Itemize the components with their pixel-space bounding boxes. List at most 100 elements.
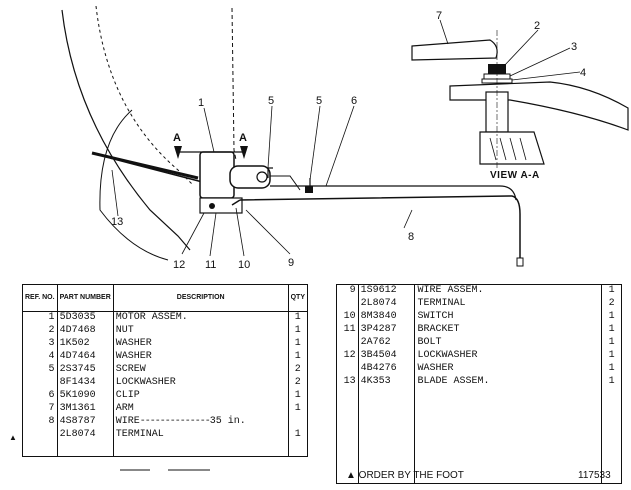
part-number-cell-text: 5D3035 bbox=[59, 312, 96, 323]
description-cell-text: TERMINAL bbox=[115, 429, 164, 440]
qty-cell-text: 1 bbox=[608, 376, 615, 387]
ref-cell-text: 11 bbox=[343, 324, 356, 335]
wire-run-upper bbox=[270, 185, 517, 201]
section-arrow-right bbox=[240, 146, 248, 159]
wiper-sweep-arc bbox=[99, 109, 169, 261]
qty-cell-text: 1 bbox=[608, 324, 615, 335]
cab-outline bbox=[61, 9, 191, 251]
part-number-cell-text: 8M3840 bbox=[360, 311, 397, 322]
part-number-cell: 2S3745 bbox=[57, 364, 114, 377]
part-number-cell-text: 4B4276 bbox=[360, 363, 397, 374]
part-number-cell-text: 4D7468 bbox=[59, 325, 96, 336]
window-frame-left bbox=[95, 5, 193, 185]
part-number-cell: 5K1090 bbox=[57, 390, 114, 403]
part-number-cell-text: 2S3745 bbox=[59, 364, 96, 375]
part-number-cell-text: 4K353 bbox=[360, 376, 391, 387]
part-number-cell: 4B4276 bbox=[358, 363, 416, 376]
drawing-number: 117533 bbox=[578, 470, 611, 481]
ref-cell: 6 bbox=[22, 390, 58, 403]
header-part-number: PART NUMBER bbox=[57, 284, 114, 312]
part-number-cell-text: 2L8074 bbox=[59, 429, 96, 440]
description-cell-text: NUT bbox=[115, 325, 134, 336]
callout-2: 2 bbox=[534, 20, 540, 32]
header-qty: QTY bbox=[288, 284, 308, 312]
part-number-cell: 2L8074 bbox=[57, 429, 114, 442]
left-margin-marker: ▲ bbox=[9, 433, 17, 442]
qty-cell-text: 1 bbox=[294, 338, 301, 349]
wire-run bbox=[239, 195, 521, 262]
header-ref: REF. NO. bbox=[22, 284, 58, 312]
description-cell: TERMINAL bbox=[113, 429, 289, 442]
description-cell: WASHER bbox=[414, 363, 603, 376]
callout-6: 6 bbox=[351, 95, 357, 107]
ref-cell bbox=[22, 429, 58, 442]
callout-13: 13 bbox=[111, 216, 123, 228]
callout-4: 4 bbox=[580, 67, 586, 79]
description-cell: LOCKWASHER bbox=[113, 377, 289, 390]
qty-cell: 1 bbox=[288, 403, 307, 416]
qty-cell: 1 bbox=[288, 325, 307, 338]
part-number-cell-text: 2L8074 bbox=[360, 298, 397, 309]
qty-cell: 1 bbox=[602, 376, 622, 389]
description-cell-text: SWITCH bbox=[417, 311, 454, 322]
description-cell-text: TERMINAL bbox=[417, 298, 466, 309]
table-header-row: REF. NO. PART NUMBER DESCRIPTION QTY bbox=[22, 284, 308, 312]
part-number-cell-text: 4S8787 bbox=[59, 416, 96, 427]
ref-cell-text: 12 bbox=[343, 350, 356, 361]
part-number-cell: 3B4504 bbox=[358, 350, 416, 363]
part-number-cell: 8M3840 bbox=[358, 311, 416, 324]
qty-cell: 1 bbox=[602, 350, 622, 363]
qty-cell: 1 bbox=[288, 390, 307, 403]
description-cell-text: LOCKWASHER bbox=[115, 377, 176, 388]
part-number-cell: 8F1434 bbox=[57, 377, 114, 390]
ref-cell-text: 5 bbox=[48, 364, 55, 375]
ref-cell-text: 13 bbox=[343, 376, 356, 387]
part-number-cell-text: 5K1090 bbox=[59, 390, 96, 401]
parts-table-left: REF. NO. PART NUMBER DESCRIPTION QTY 1 5D… bbox=[22, 284, 308, 457]
qty-cell-text: 1 bbox=[608, 350, 615, 361]
ref-cell-text: 2 bbox=[48, 325, 55, 336]
qty-cell: 1 bbox=[602, 311, 622, 324]
qty-cell-text: 1 bbox=[294, 325, 301, 336]
description-cell-text: BOLT bbox=[417, 337, 442, 348]
description-cell-text: BLADE ASSEM. bbox=[417, 376, 490, 387]
table-row: 11 3P4287 BRACKET 1 bbox=[336, 324, 622, 337]
part-number-cell: 3P4287 bbox=[358, 324, 416, 337]
motor-shaft bbox=[256, 171, 268, 183]
description-cell: BRACKET bbox=[414, 324, 603, 337]
ref-cell-text: 1 bbox=[48, 312, 55, 323]
bracket bbox=[199, 197, 243, 214]
ref-cell-text: 8 bbox=[48, 416, 55, 427]
description-cell: WIRE ASSEM. bbox=[414, 284, 603, 298]
description-cell-text: LOCKWASHER bbox=[417, 350, 478, 361]
ref-cell bbox=[336, 363, 359, 376]
description-cell-text: MOTOR ASSEM. bbox=[115, 312, 188, 323]
ref-cell-text: 7 bbox=[48, 403, 55, 414]
part-number-cell-text: 3P4287 bbox=[360, 324, 397, 335]
description-cell-text: ARM bbox=[115, 403, 134, 414]
part-number-cell-text: 8F1434 bbox=[59, 377, 96, 388]
part-number-cell: 1K502 bbox=[57, 338, 114, 351]
ref-cell: 7 bbox=[22, 403, 58, 416]
description-cell-text: WIRE ASSEM. bbox=[417, 285, 484, 296]
description-cell-text: CLIP bbox=[115, 390, 140, 401]
description-cell: SCREW bbox=[113, 364, 289, 377]
switch bbox=[209, 203, 215, 209]
table-row: 13 4K353 BLADE ASSEM. 1 bbox=[336, 376, 622, 389]
qty-cell: 1 bbox=[288, 351, 307, 364]
part-number-cell: 4D7464 bbox=[57, 351, 114, 364]
qty-cell-text: 1 bbox=[294, 390, 301, 401]
qty-cell-text: 1 bbox=[608, 337, 615, 348]
callout-5-right: 5 bbox=[316, 95, 322, 107]
description-cell: BOLT bbox=[414, 337, 603, 350]
part-number-cell: 2A762 bbox=[358, 337, 416, 350]
